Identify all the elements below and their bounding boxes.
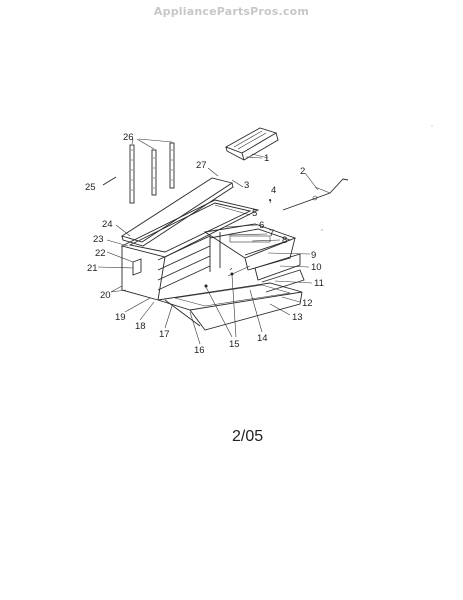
callout-13: 13 [292,312,303,323]
callout-16: 16 [194,345,205,356]
callout-23: 23 [93,234,104,245]
callout-26: 26 [123,132,134,143]
callout-11: 11 [314,278,324,289]
callout-24: 24 [102,219,113,230]
callout-21: 21 [87,263,98,274]
callout-3: 3 [244,180,249,191]
watermark: AppliancePartsPros.com [153,5,310,18]
callout-25: 25 [85,182,96,193]
callout-4: 4 [271,185,276,196]
date-code: 2/05 [232,428,264,445]
callout-9: 9 [311,250,316,261]
callout-17: 17 [159,329,170,340]
leader-lines [97,156,313,345]
callout-19: 19 [115,312,126,323]
callout-10: 10 [311,262,322,273]
part-rod [282,172,349,211]
callout-18: 18 [135,321,146,332]
callout-14: 14 [257,333,268,344]
callout-5: 5 [252,208,257,219]
part-strip [102,176,117,186]
callout-27: 27 [196,160,207,171]
callout-12: 12 [302,298,313,309]
callout-2: 2 [300,166,305,177]
callout-7: 7 [269,228,274,239]
callout-22: 22 [95,248,106,259]
callout-8: 8 [282,235,287,246]
part-lid [120,167,234,247]
part-hinge-strips [129,138,175,204]
callout-15: 15 [229,339,240,350]
callout-1: 1 [264,153,269,164]
callout-20: 20 [100,290,111,301]
part-tray [224,127,279,161]
callout-labels: 1 2 3 4 5 6 7 8 9 10 11 12 13 14 15 16 1… [85,132,324,356]
callout-6: 6 [259,220,264,231]
